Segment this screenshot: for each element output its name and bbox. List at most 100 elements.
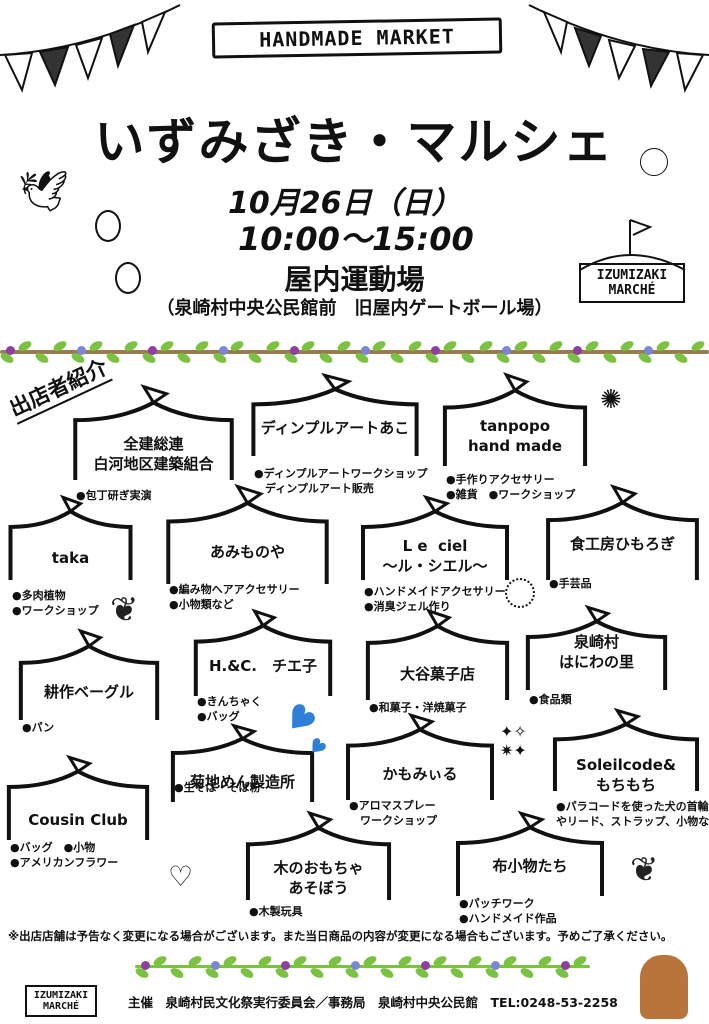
- vendor-items: ●ディンプルアートワークショップ ディンプルアート販売: [254, 466, 428, 496]
- vendor-tent: ディンプルアートあこ ●ディンプルアートワークショップ ディンプルアート販売: [250, 380, 428, 495]
- vendor-items: ●生そば・そば粉: [174, 780, 261, 795]
- vendor-item: ●パラコードを使った犬の首輪: [556, 800, 709, 813]
- berry-icon: [351, 961, 360, 970]
- logo-line2: MARCHÉ: [608, 283, 656, 298]
- disclaimer-note: ※出店店舗は予告なく変更になる場合がございます。また当日商品の内容が変更になる場…: [8, 929, 673, 943]
- leaf-icon: [238, 966, 256, 980]
- tent-outline-icon: [245, 818, 392, 900]
- berry-icon: [141, 961, 150, 970]
- vendor-name: tanpopo hand made: [467, 417, 563, 455]
- tent-outline-icon: [525, 612, 668, 690]
- berry-icon: [289, 346, 299, 355]
- vendor-items: ●和菓子・洋焼菓子: [369, 700, 467, 715]
- vendor-name: 大谷菓子店: [399, 665, 475, 683]
- vendor-name: ディンプルアートあこ: [260, 419, 410, 437]
- tent-outline-icon: [442, 380, 588, 466]
- vendor-item: ●ハンドメイド作品: [459, 912, 557, 925]
- vendor-items: ●編み物へアアクセサリー ●小物類など: [169, 582, 300, 612]
- tent-outline-icon: [72, 392, 235, 480]
- berry-icon: [491, 961, 500, 970]
- vendor-name: 耕作ベーグル: [43, 683, 134, 701]
- vendor-item: ●パッチワーク: [459, 897, 535, 910]
- leaf-icon: [308, 966, 326, 980]
- vendor-items: ●きんちゃく●バッグ: [197, 694, 262, 724]
- event-date: 10月26日（日）: [228, 186, 462, 221]
- berry-icon: [76, 346, 86, 355]
- tent-outline-icon: [365, 616, 510, 700]
- vendor-name: taka: [51, 549, 90, 567]
- vendor-items: ●バッグ ●小物●アメリカンフラワー: [10, 840, 118, 870]
- berry-icon: [6, 346, 15, 355]
- tent-outline-icon: [250, 380, 420, 456]
- vendor-tent: Soleilcode& もちもち ●パラコードを使った犬の首輪やリード、ストラッ…: [552, 715, 709, 828]
- berry-icon: [360, 346, 370, 355]
- logo-line1: IZUMIZAKI: [596, 268, 668, 283]
- event-venue: 屋内運動場: [284, 263, 425, 296]
- event-time: 10:00〜15:00: [238, 220, 474, 258]
- vendor-items: ●パラコードを使った犬の首輪やリード、ストラップ、小物など: [556, 799, 709, 829]
- vendor-item: ●編み物へアアクセサリー: [169, 583, 300, 596]
- vendor-item: ●きんちゃく: [197, 695, 262, 708]
- vendor-tent: tanpopo hand made ●手作りアクセサリー●雑貨 ●ワークショップ: [442, 380, 588, 501]
- vendor-item: ●ハンドメイドアクセサリー: [364, 585, 506, 598]
- berry-icon: [147, 346, 157, 355]
- tent-outline-icon: [360, 502, 510, 580]
- haniwa-mascot-icon: [640, 955, 688, 1019]
- vendor-tent: H.&C. チエ子 ●きんちゃく●バッグ: [193, 616, 333, 723]
- vendor-items: ●アロマスプレー ワークショップ: [349, 798, 437, 828]
- vendor-item: ワークショップ: [349, 814, 437, 827]
- vendor-item: ●小物類など: [169, 598, 234, 611]
- berry-icon: [211, 961, 220, 970]
- berry-icon: [281, 961, 290, 970]
- berry-icon: [502, 346, 512, 355]
- berry-icon: [561, 961, 570, 970]
- vine-garland-top: [0, 339, 709, 370]
- leaf-sprig-icon: ❦: [110, 590, 139, 630]
- berry-icon: [644, 346, 654, 355]
- vine-garland-bottom: [133, 954, 590, 980]
- vendor-tent: 耕作ベーグル ●パン: [18, 636, 160, 734]
- tent-outline-icon: [6, 762, 150, 840]
- vendor-name: Soleilcode& もちもち: [576, 756, 676, 794]
- vendor-item: ●アロマスプレー: [349, 799, 436, 812]
- vendor-tent: 布小物たち ●パッチワーク ●ハンドメイド作品: [455, 818, 605, 925]
- vendor-name: 布小物たち: [492, 857, 568, 875]
- bunting-right: [519, 0, 709, 104]
- logo-line1: IZUMIZAKI: [33, 990, 89, 1001]
- vendor-item: ●手芸品: [549, 577, 592, 590]
- vendor-item: ●ディンプルアートワークショップ: [254, 467, 428, 480]
- logo-line2: MARCHÉ: [42, 1001, 80, 1012]
- leaf-sprig-icon: ❦: [630, 850, 659, 890]
- balloon-icon: [115, 262, 141, 294]
- vendor-items: ●食品類: [529, 692, 572, 707]
- vendor-tent: taka ●多肉植物●ワークショップ: [8, 502, 133, 617]
- balloon-icon: [95, 210, 121, 242]
- bunting-left: [0, 0, 190, 104]
- event-title: いずみざき・マルシェ: [94, 113, 615, 171]
- tent-outline-icon: [193, 616, 333, 696]
- event-venue-detail: （泉崎村中央公民館前 旧屋内ゲートボール場）: [156, 298, 553, 319]
- vendor-items: ●パッチワーク ●ハンドメイド作品: [459, 896, 557, 926]
- vendor-name: あみものや: [209, 543, 285, 561]
- vendor-item: ●手作りアクセサリー: [446, 473, 555, 486]
- berry-icon: [573, 346, 583, 355]
- vendor-item: ●多肉植物: [12, 589, 66, 602]
- vendor-tent: L e ciel 〜ル・シエル〜 ●ハンドメイドアクセサリー●消臭ジェル作り: [360, 502, 510, 613]
- tent-outline-icon: [165, 492, 330, 584]
- vendor-items: ●手芸品: [549, 576, 592, 591]
- cookie-icon: [505, 578, 535, 608]
- berry-icon: [431, 346, 441, 355]
- vendor-name: 泉崎村 はにわの里: [558, 633, 634, 671]
- vendor-tent: かもみぃる ●アロマスプレー ワークショップ: [345, 720, 495, 827]
- vendor-tent: 木のおもちゃ あそぼう ●木製玩具: [245, 818, 392, 918]
- leaf-icon: [518, 966, 536, 980]
- vendor-tent: 大谷菓子店 ●和菓子・洋焼菓子: [365, 616, 510, 714]
- vendor-name: 木のおもちゃ あそぼう: [273, 859, 364, 897]
- vendor-items: ●手作りアクセサリー●雑貨 ●ワークショップ: [446, 472, 575, 502]
- vendor-name: 菊地めん製造所: [189, 773, 295, 791]
- vendor-item: ●木製玩具: [249, 905, 303, 918]
- vendor-item: やリード、ストラップ、小物など: [556, 815, 709, 828]
- tent-outline-icon: [455, 818, 605, 896]
- vendor-item: ●パン: [22, 721, 55, 734]
- vendor-items: ●ハンドメイドアクセサリー●消臭ジェル作り: [364, 584, 506, 614]
